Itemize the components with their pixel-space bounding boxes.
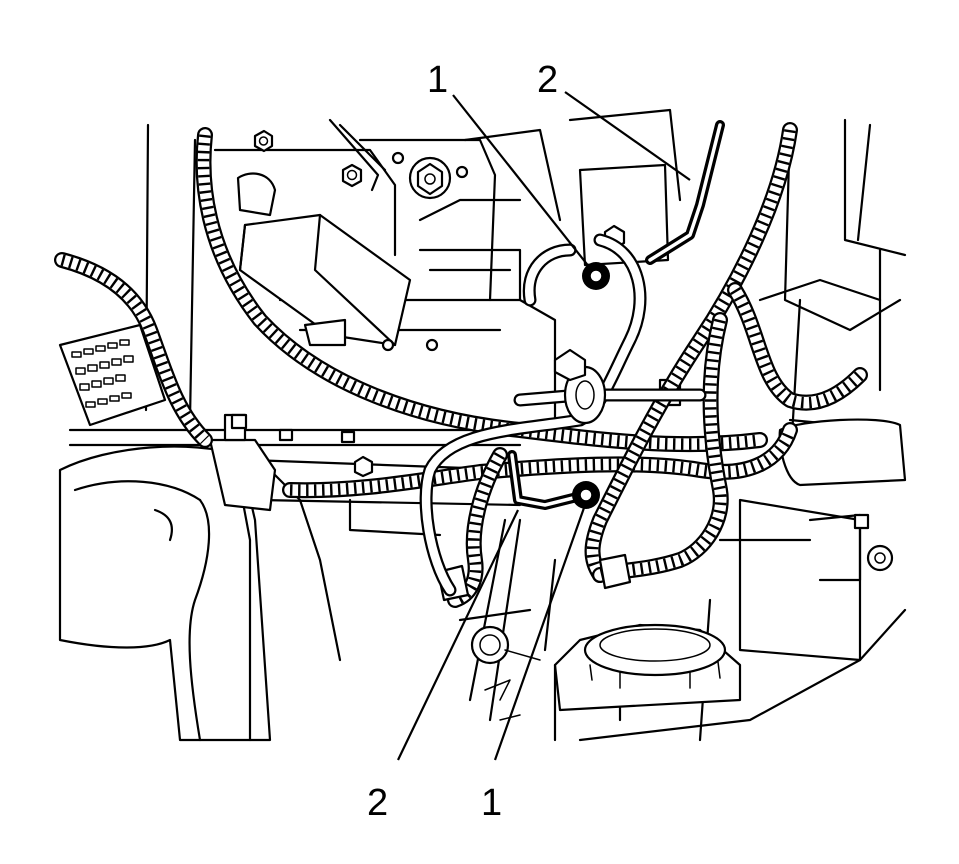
hose-grommet-horizontal xyxy=(513,388,707,407)
ground-bolt-upper-icon xyxy=(582,262,610,290)
bolt-icon xyxy=(253,129,274,153)
callout-2-top: 2 xyxy=(537,59,558,101)
callout-1-bottom: 1 xyxy=(481,782,502,824)
highlighted-straps xyxy=(507,120,725,510)
engine-structure xyxy=(58,108,907,742)
callout-1-top: 1 xyxy=(427,59,448,101)
hoses xyxy=(419,233,707,597)
harness-lower xyxy=(282,422,798,499)
harness-right-drop xyxy=(592,312,729,583)
hose-left-upper xyxy=(522,243,577,307)
callout-2-bottom: 2 xyxy=(367,782,388,824)
harness-right-loop xyxy=(727,282,868,411)
bolt-icon xyxy=(408,156,452,200)
bolt-icon xyxy=(353,455,374,478)
harness-right-riser xyxy=(584,122,798,583)
bolt-icon xyxy=(341,163,363,188)
hose-grommet-loop xyxy=(419,233,647,597)
bolt-icon xyxy=(866,544,894,572)
wiring-harness xyxy=(54,122,868,608)
leader-lines xyxy=(397,91,691,761)
ground-bolt-lower-icon xyxy=(572,481,600,509)
connector-pins xyxy=(71,339,134,408)
harness-left xyxy=(54,252,213,448)
grommet-icon xyxy=(553,348,607,425)
bolts xyxy=(230,129,894,572)
